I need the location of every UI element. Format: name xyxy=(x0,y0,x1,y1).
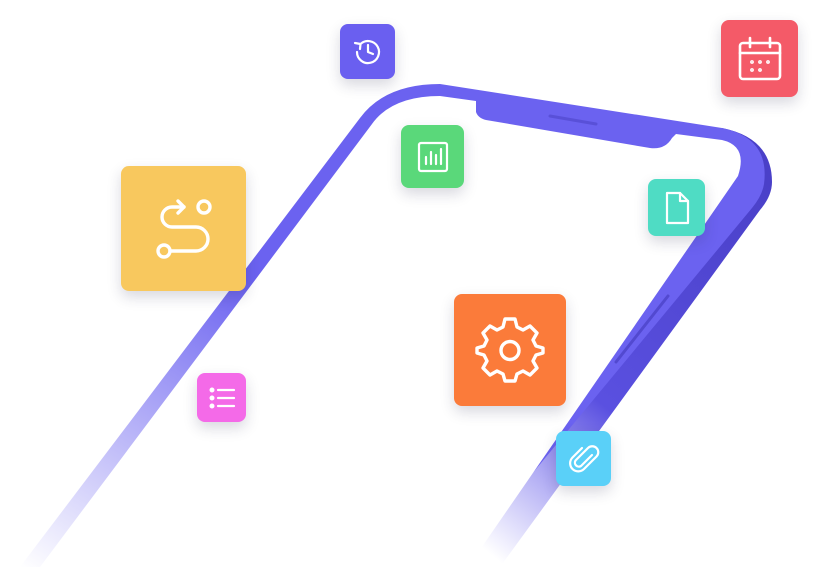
bar-chart-icon xyxy=(417,141,448,172)
history-tile[interactable] xyxy=(340,24,395,79)
document-icon xyxy=(665,191,689,224)
attachment-tile[interactable] xyxy=(556,431,611,486)
route-icon xyxy=(155,198,212,259)
attachment-icon xyxy=(568,444,599,472)
list-icon xyxy=(208,386,235,409)
side-button xyxy=(614,294,670,364)
list-tile[interactable] xyxy=(197,373,246,422)
route-tile[interactable] xyxy=(121,166,246,291)
calendar-icon xyxy=(738,36,781,80)
document-tile[interactable] xyxy=(648,179,705,236)
settings-icon xyxy=(475,317,545,383)
speaker-slot xyxy=(548,114,598,126)
settings-tile[interactable] xyxy=(454,294,566,406)
history-icon xyxy=(353,39,380,64)
calendar-tile[interactable] xyxy=(721,20,798,97)
phone-screen xyxy=(40,96,741,567)
bar-chart-tile[interactable] xyxy=(401,125,464,188)
